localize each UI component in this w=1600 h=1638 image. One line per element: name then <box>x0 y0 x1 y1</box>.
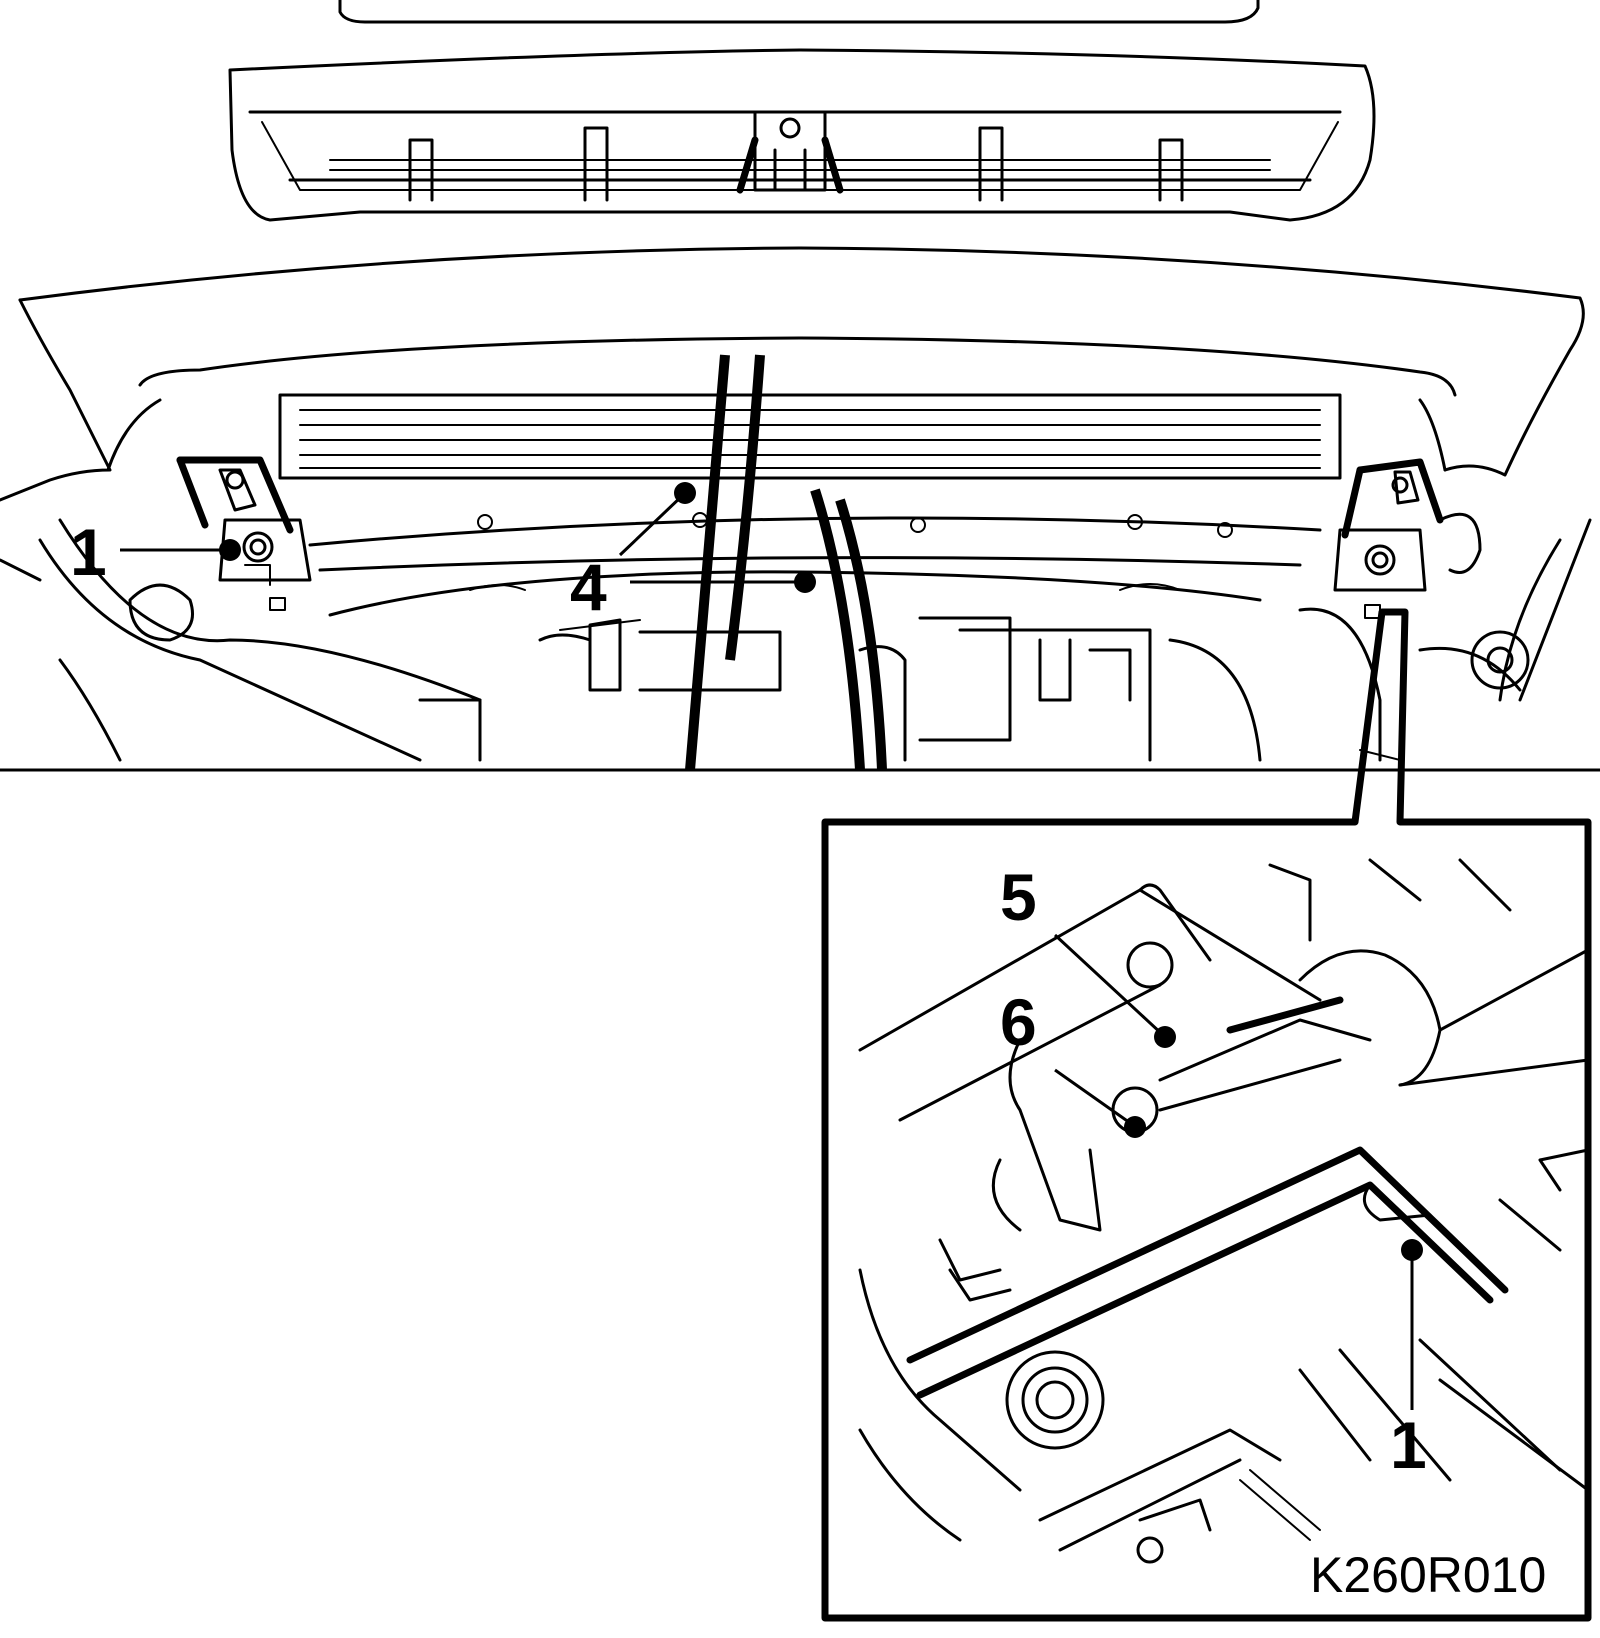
left-bumper-bracket <box>176 456 312 611</box>
callout-detail-1: 1 <box>1390 1239 1427 1482</box>
figure-id: K260R010 <box>1310 1547 1546 1603</box>
bumper-body <box>0 246 1592 762</box>
callout-detail-6: 6 <box>1000 985 1146 1138</box>
grille-trim <box>228 48 1376 222</box>
callout-label: 1 <box>1390 1408 1427 1482</box>
callout-label: 5 <box>1000 860 1037 934</box>
callout-main-4: 4 <box>570 482 816 624</box>
callout-detail-5: 5 <box>1000 860 1176 1048</box>
bumper-lip <box>338 0 1260 24</box>
callout-main-1: 1 <box>70 515 241 589</box>
callout-label: 6 <box>1000 985 1037 1059</box>
callout-label: 1 <box>70 515 107 589</box>
detail-inset <box>821 608 1592 1622</box>
hoses <box>685 354 887 771</box>
right-bumper-bracket <box>1333 458 1482 619</box>
callout-label: 4 <box>570 550 607 624</box>
